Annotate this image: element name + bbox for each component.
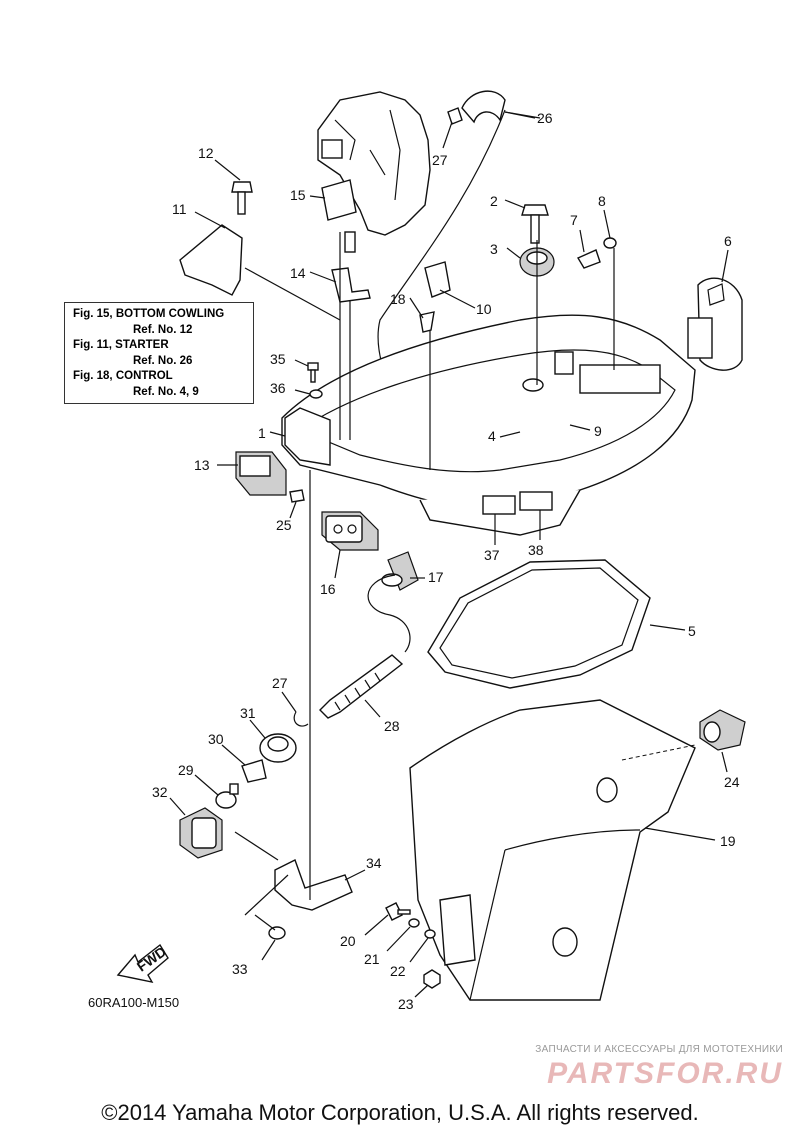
callout-18: 18: [390, 291, 406, 307]
part-18-drawing: [419, 311, 435, 333]
callout-11: 11: [172, 201, 187, 217]
clip-part-27: [293, 711, 309, 727]
callout-24: 24: [724, 774, 740, 790]
callout-5: 5: [688, 623, 696, 639]
callout-12: 12: [198, 145, 214, 161]
callout-10: 10: [476, 301, 492, 317]
watermark-logo: PARTSFOR.RU: [547, 1057, 783, 1090]
callout-36: 36: [270, 380, 286, 396]
callout-2: 2: [490, 193, 498, 209]
part-32-drawing: [179, 807, 223, 859]
model-code: 60RA100-M150: [88, 995, 180, 1010]
ref-fig-18-number: Ref. No. 4, 9: [133, 385, 199, 398]
part-13-drawing: [235, 451, 287, 496]
bolt-part-12: [231, 181, 253, 215]
callout-37: 37: [484, 547, 500, 563]
lower-cowling-part-19: [409, 699, 696, 1001]
callout-16: 16: [320, 581, 336, 597]
screw-part-35: [307, 362, 319, 383]
grommet-part-24: [699, 709, 746, 751]
washer-part-30: [241, 759, 267, 783]
callout-28: 28: [384, 718, 400, 734]
callout-23: 23: [398, 996, 414, 1012]
callout-27-top: 27: [432, 152, 448, 168]
washer-part-36: [309, 389, 323, 399]
ref-fig-15: Fig. 15, BOTTOM COWLING: [73, 308, 225, 320]
callout-15: 15: [290, 187, 306, 203]
callout-19: 19: [720, 833, 736, 849]
ref-fig-11-number: Ref. No. 26: [133, 354, 193, 367]
nut-part-23: [423, 969, 441, 989]
ref-fig-11: Fig. 11, STARTER: [73, 339, 169, 351]
washer-part-22: [424, 929, 436, 939]
callout-31: 31: [240, 705, 256, 721]
screw-part-33: [268, 926, 286, 940]
copyright-notice: ©2014 Yamaha Motor Corporation, U.S.A. A…: [101, 1100, 699, 1125]
callout-21: 21: [364, 951, 380, 967]
callout-3: 3: [490, 241, 498, 257]
part-16-drawing: [321, 511, 379, 551]
callout-22: 22: [390, 963, 406, 979]
callout-17: 17: [428, 569, 444, 585]
fwd-arrow-icon: FWD: [116, 943, 169, 983]
part-29-drawing: [215, 783, 239, 809]
callout-9: 9: [594, 423, 602, 439]
part-6-drawing: [687, 277, 743, 371]
part-17-drawing: [381, 551, 419, 591]
connector-lines: [234, 232, 696, 931]
reference-box: Fig. 15, BOTTOM COWLING Ref. No. 12 Fig.…: [64, 302, 254, 404]
callout-1: 1: [258, 425, 266, 441]
watermark: ЗАПЧАСТИ И АКСЕССУАРЫ ДЛЯ МОТОТЕХНИКИ PA…: [493, 1044, 783, 1091]
callout-14: 14: [290, 265, 306, 281]
callout-13: 13: [194, 457, 210, 473]
callout-34: 34: [366, 855, 382, 871]
bracket-part-11: [179, 224, 243, 296]
part-15-drawing: [321, 179, 357, 253]
callout-4: 4: [488, 428, 496, 444]
part-25-drawing: [289, 489, 305, 503]
callout-25: 25: [276, 517, 292, 533]
bottom-cowling-drawing: [281, 314, 696, 536]
bolt-part-20: [385, 902, 411, 921]
callout-33: 33: [232, 961, 248, 977]
callout-6: 6: [724, 233, 732, 249]
nut-part-31: [259, 733, 297, 763]
ref-fig-15-number: Ref. No. 12: [133, 323, 193, 336]
part-10-drawing: [424, 261, 451, 298]
callout-8: 8: [598, 193, 606, 209]
callout-leaders: [169, 111, 729, 998]
watermark-tagline: ЗАПЧАСТИ И АКСЕССУАРЫ ДЛЯ МОТОТЕХНИКИ: [535, 1044, 783, 1055]
callout-32: 32: [152, 784, 168, 800]
callout-20: 20: [340, 933, 356, 949]
seal-part-5: [427, 559, 651, 689]
callout-30: 30: [208, 731, 224, 747]
cable-part-28: [319, 574, 411, 719]
bolt-part-2: [521, 204, 549, 244]
callout-26: 26: [537, 110, 553, 126]
ref-fig-18: Fig. 18, CONTROL: [73, 370, 173, 382]
callout-27-lower: 27: [272, 675, 288, 691]
callout-29: 29: [178, 762, 194, 778]
callout-labels: 26 27 2 3 7 8 6 10 18 12 11 15 14 35 36 …: [152, 110, 740, 1012]
washer-part-21: [408, 918, 420, 928]
part-14-drawing: [331, 267, 371, 303]
bracket-part-34: [274, 859, 353, 911]
callout-38: 38: [528, 542, 544, 558]
callout-35: 35: [270, 351, 286, 367]
washer-part-8: [603, 237, 617, 249]
callout-7: 7: [570, 212, 578, 228]
screw-part-7: [576, 249, 601, 269]
